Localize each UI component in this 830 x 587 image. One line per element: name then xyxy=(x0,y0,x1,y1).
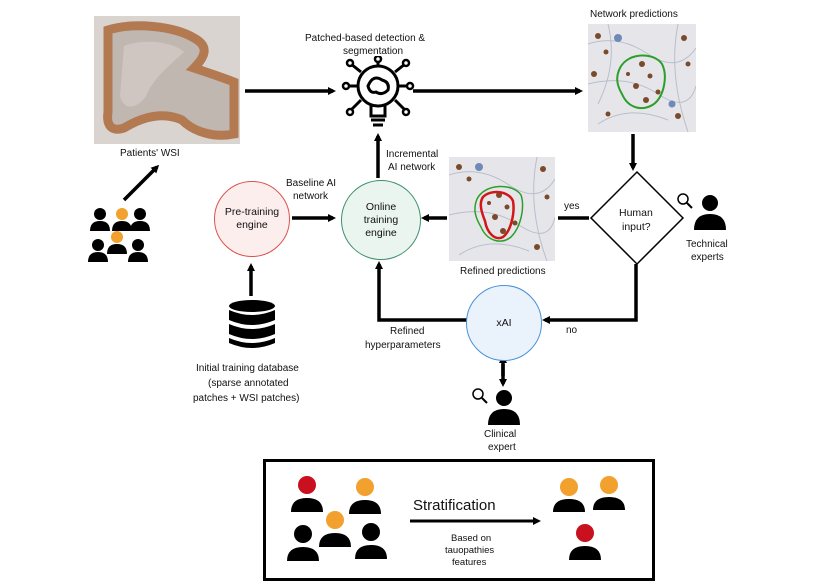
arrow-xai-to-online xyxy=(375,261,467,322)
stratification-box xyxy=(263,459,655,581)
human-input-label: Human xyxy=(619,207,653,219)
refined-predictions-label: Refined predictions xyxy=(460,266,546,277)
human-input-decision xyxy=(589,170,685,266)
arrow-no xyxy=(542,264,638,324)
initial-db-label-3: patches + WSI patches) xyxy=(193,393,300,404)
based-on-label-2: tauopathies xyxy=(445,545,495,556)
based-on-label: Based on xyxy=(451,533,492,544)
human-input-label-2: input? xyxy=(622,221,651,233)
arrow-patients-to-wsi xyxy=(122,164,160,202)
yes-label: yes xyxy=(564,201,580,212)
network-predictions-image xyxy=(588,24,696,132)
no-label: no xyxy=(566,325,578,336)
baseline-network-label-2: network xyxy=(293,191,329,202)
person-group-icon xyxy=(287,476,387,561)
technical-expert-person-icon xyxy=(694,195,726,230)
refined-hyper-label-2: hyperparameters xyxy=(365,340,441,351)
ai-brain-bulb-icon xyxy=(341,56,415,127)
refined-predictions-image xyxy=(449,157,555,261)
technical-experts-label-2: experts xyxy=(691,252,724,263)
patients-wsi-label: Patients' WSI xyxy=(120,148,180,159)
magnifier-icon xyxy=(472,388,488,404)
clinical-expert-label: Clinical xyxy=(484,429,517,440)
magnifier-icon xyxy=(677,193,693,209)
wsi-slide-image xyxy=(94,16,240,144)
person-group-icon xyxy=(88,208,150,262)
online-training-engine-node: Online training engine xyxy=(341,180,421,260)
detection-title: Patched-based detection & xyxy=(305,33,426,44)
xai-node: xAI xyxy=(466,285,542,361)
detection-title-2: segmentation xyxy=(343,46,404,57)
initial-db-label-2: (sparse annotated xyxy=(208,378,289,389)
person-group-icon xyxy=(553,476,625,560)
clinical-expert-person-icon xyxy=(488,390,520,425)
database-icon xyxy=(229,300,275,348)
incremental-network-label-2: AI network xyxy=(388,162,436,173)
pretraining-engine-node: Pre-training engine xyxy=(214,181,290,257)
initial-db-label: Initial training database xyxy=(196,363,299,374)
based-on-label-3: features xyxy=(452,557,487,568)
clinical-expert-label-2: expert xyxy=(488,442,516,453)
network-predictions-label: Network predictions xyxy=(590,9,678,20)
baseline-network-label: Baseline AI xyxy=(286,178,337,189)
incremental-network-label: Incremental xyxy=(386,149,439,160)
stratification-label: Stratification xyxy=(413,497,496,514)
refined-hyper-label: Refined xyxy=(390,326,425,337)
technical-experts-label: Technical xyxy=(686,239,728,250)
